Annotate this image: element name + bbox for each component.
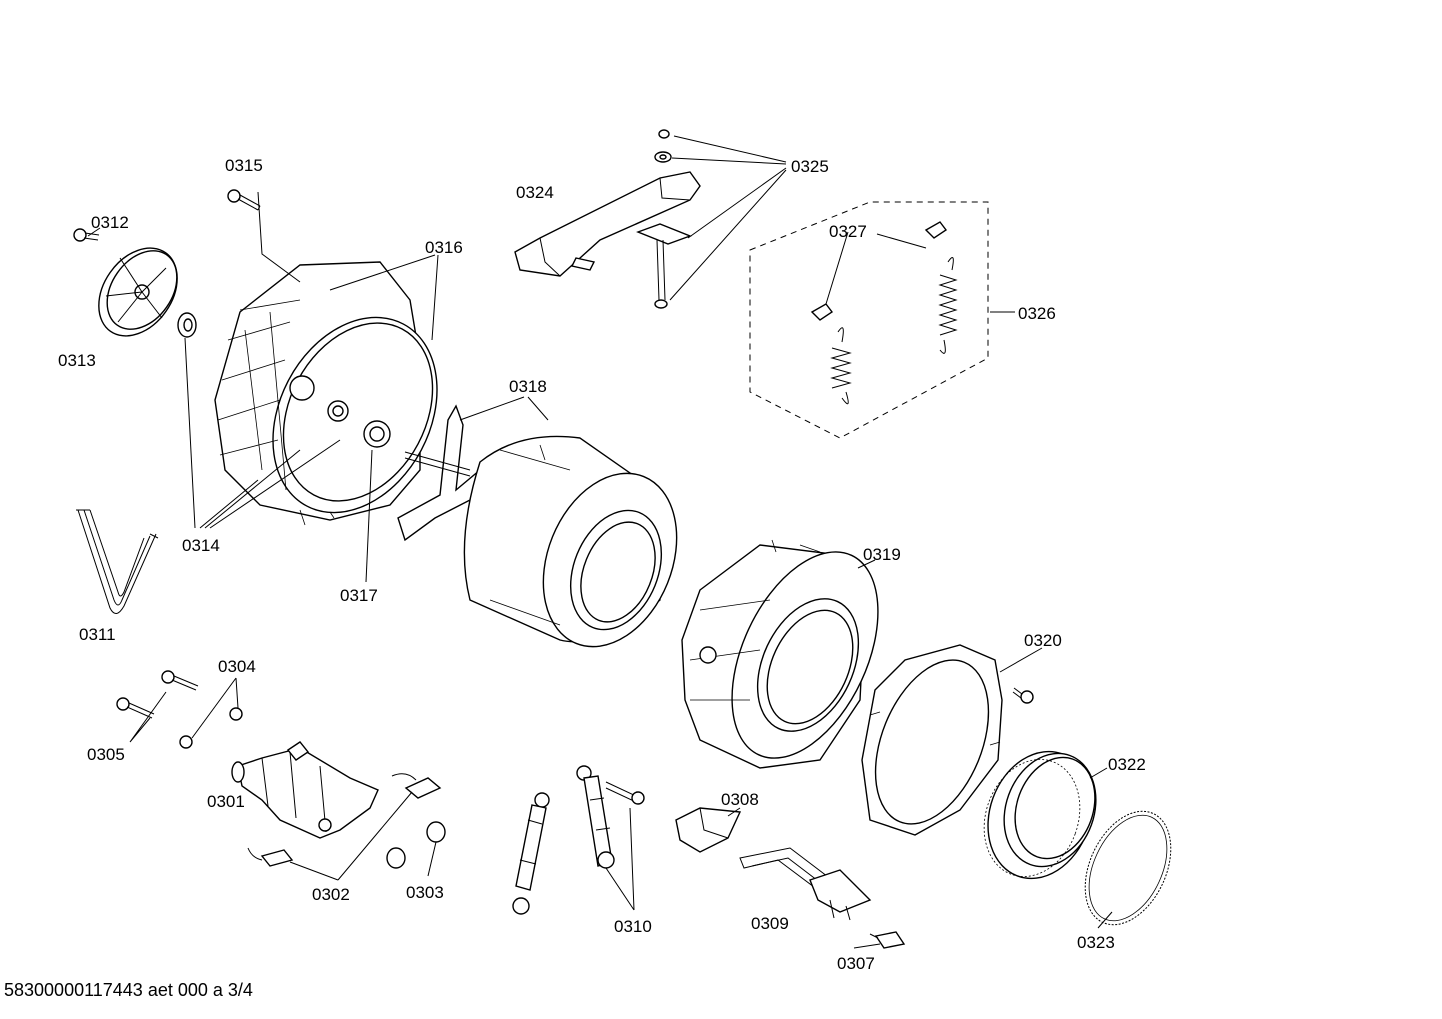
label-0318: 0318: [509, 377, 547, 396]
label-0323: 0323: [1077, 933, 1115, 952]
label-0302: 0302: [312, 885, 350, 904]
sleeves-0303-drawing: [386, 821, 446, 869]
carbon-brushes-0302-drawing: [247, 773, 442, 867]
pulley-0313-drawing: [98, 247, 178, 337]
label-0307: 0307: [837, 954, 875, 973]
screw-0320-drawing: [1012, 687, 1034, 704]
springs-drawing: [830, 257, 958, 405]
front-frame-0320-drawing: [861, 644, 1003, 836]
label-0319: 0319: [863, 545, 901, 564]
label-0317: 0317: [340, 586, 378, 605]
clip-0327-drawing: [810, 221, 948, 321]
heater-holder-0308-drawing: [675, 807, 742, 853]
sensor-0307-drawing: [869, 931, 906, 949]
document-footer-id: 58300000117443 aet 000 a 3/4: [4, 980, 253, 1000]
drum-0318-drawing: [397, 404, 678, 648]
rear-tub-0316-drawing: [214, 261, 438, 526]
shock-absorbers-0310-drawing: [512, 765, 645, 915]
door-seal-0322-drawing: [983, 750, 1097, 880]
label-0311: 0311: [79, 625, 116, 644]
label-0326: 0326: [1018, 304, 1056, 323]
label-0314: 0314: [182, 536, 220, 555]
label-0316: 0316: [425, 238, 463, 257]
label-0309: 0309: [751, 914, 789, 933]
label-0324: 0324: [516, 183, 554, 202]
spring-kit-0326-boundary: [749, 201, 989, 439]
front-tub-0319-drawing: [681, 539, 879, 769]
label-0320: 0320: [1024, 631, 1062, 650]
label-0305: 0305: [87, 745, 125, 764]
motor-0301-drawing: [231, 741, 379, 839]
label-0325: 0325: [791, 157, 829, 176]
screw-0315-drawing: [227, 189, 261, 211]
label-0315: 0315: [225, 156, 263, 175]
label-0313: 0313: [58, 351, 96, 370]
bushing-drawing: [177, 312, 197, 338]
belt-0311-drawing: [76, 509, 159, 614]
heater-0309-drawing: [739, 847, 872, 921]
bracket-0324-drawing: [514, 171, 701, 277]
label-0312: 0312: [91, 213, 129, 232]
label-0304: 0304: [218, 657, 256, 676]
label-0303: 0303: [406, 883, 444, 902]
leader-lines: [87, 135, 1113, 949]
label-0327: 0327: [829, 222, 867, 241]
label-0310: 0310: [614, 917, 652, 936]
label-0301: 0301: [207, 792, 245, 811]
screws-0304-0305-drawing: [116, 670, 243, 749]
screw-0312-drawing: [73, 228, 100, 242]
fasteners-0325-drawing: [636, 129, 692, 309]
label-0308: 0308: [721, 790, 759, 809]
label-0322: 0322: [1108, 755, 1146, 774]
